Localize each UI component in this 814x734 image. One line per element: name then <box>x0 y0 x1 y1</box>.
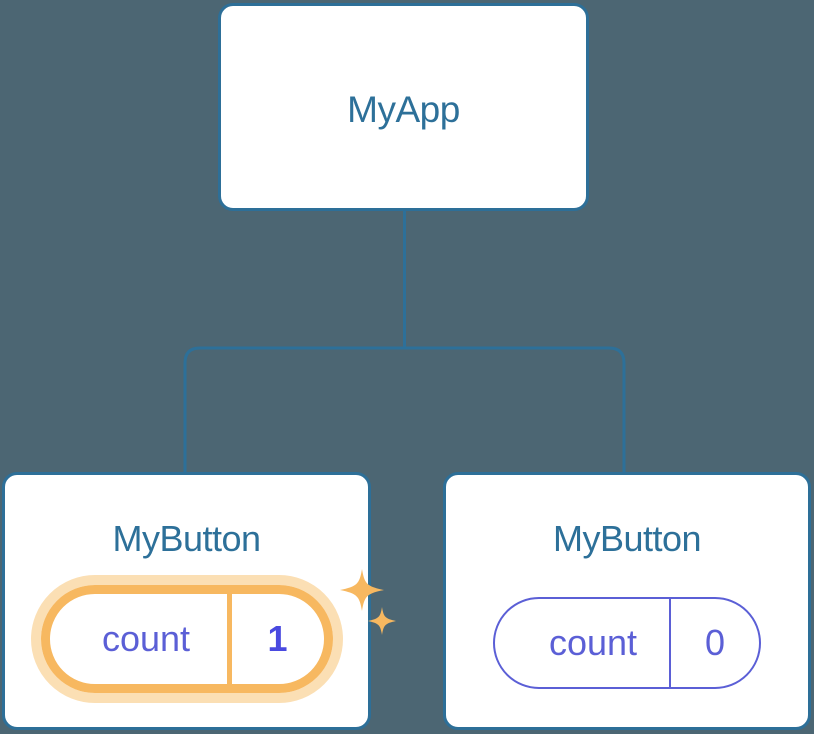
node-title: MyButton <box>112 518 261 559</box>
sparkle-icon-large <box>339 569 384 611</box>
sparkle-icon-group <box>339 569 396 635</box>
state-pill-container: count 0 <box>446 597 808 689</box>
sparkle-icon-small <box>367 607 396 635</box>
state-pill-highlight-wrapper: count 1 <box>30 569 396 703</box>
node-title: MyApp <box>347 89 460 130</box>
component-node-myapp[interactable]: MyApp <box>218 3 589 211</box>
component-node-mybutton-right[interactable]: MyButton count 0 <box>443 472 811 730</box>
state-pill-count[interactable]: count 0 <box>493 597 761 689</box>
state-pill-count[interactable]: count 1 <box>40 585 333 693</box>
state-pill-key: count <box>495 599 671 687</box>
state-pill-value: 0 <box>704 622 726 663</box>
state-pill-key: count <box>50 594 232 684</box>
node-title: MyButton <box>552 518 702 559</box>
state-pill-value: 1 <box>267 618 288 659</box>
state-pill-container: count 1 <box>5 569 396 703</box>
component-node-mybutton-left[interactable]: MyButton count 1 <box>2 472 396 730</box>
state-pill-glow <box>30 575 343 703</box>
